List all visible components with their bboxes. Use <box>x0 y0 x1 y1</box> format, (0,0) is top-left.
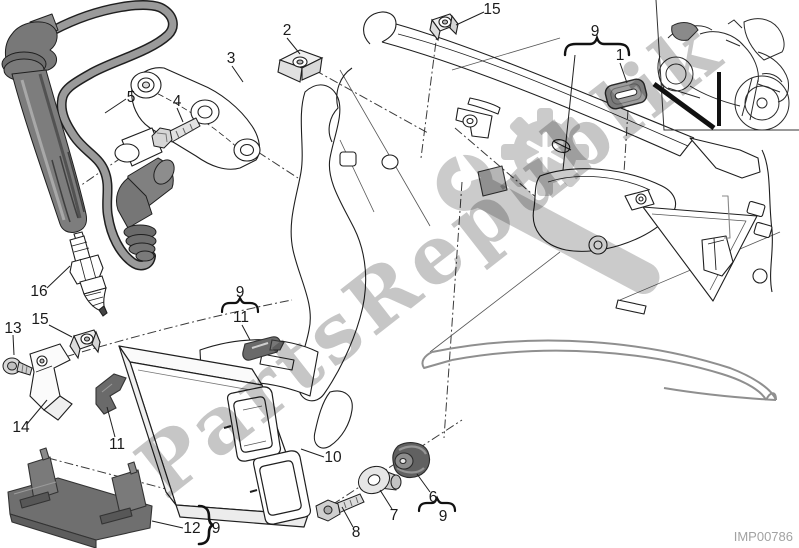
clip-nut-15-left <box>69 329 101 360</box>
rubber-pad-11-center <box>242 336 285 361</box>
callout-label-7: 7 <box>390 507 399 524</box>
rubber-pad-1 <box>604 78 648 110</box>
spark-plug <box>69 231 108 317</box>
callout-label-13: 13 <box>4 320 21 337</box>
clip-nut-2 <box>277 49 324 83</box>
callout-label-12: 12 <box>183 520 200 537</box>
callout-label-15: 15 <box>31 311 48 328</box>
callout-label-9: 9 <box>591 23 600 40</box>
callout-label-4: 4 <box>173 93 182 110</box>
clip-nut-15-top <box>429 13 459 42</box>
callout-label-11: 11 <box>109 436 125 453</box>
diagram-code-label: IMP00786 <box>733 529 793 544</box>
rubber-holder-12 <box>7 447 153 548</box>
callout-label-10: 10 <box>324 449 342 466</box>
thumbnail-pointer-arrow <box>652 72 721 131</box>
callout-label-9: 9 <box>236 284 245 301</box>
spacer-7 <box>357 465 402 495</box>
coil-bolt <box>151 117 201 149</box>
ecu-control-unit <box>118 345 312 528</box>
callout-label-11: 11 <box>233 309 249 326</box>
bolt-8 <box>315 493 365 522</box>
callout-label-9: 9 <box>439 508 448 525</box>
callout-label-8: 8 <box>352 524 361 541</box>
callout-label-3: 3 <box>227 50 236 67</box>
callout-label-16: 16 <box>30 283 47 300</box>
callout-label-2: 2 <box>283 22 292 39</box>
callout-label-14: 14 <box>12 419 30 436</box>
callout-label-15: 15 <box>483 1 500 18</box>
screw-13 <box>2 357 33 376</box>
callout-label-6: 6 <box>429 489 438 506</box>
callout-label-1: 1 <box>616 47 625 64</box>
bracket-14 <box>29 343 73 421</box>
callout-label-5: 5 <box>127 89 136 106</box>
motorcycle-overview-thumbnail <box>652 0 799 131</box>
grommet-6 <box>392 442 431 479</box>
spark-plug-cap-and-wire <box>1 0 178 271</box>
rubber-pad-11-left <box>95 373 127 415</box>
callout-label-9: 9 <box>212 520 221 537</box>
group-braces <box>197 34 631 546</box>
